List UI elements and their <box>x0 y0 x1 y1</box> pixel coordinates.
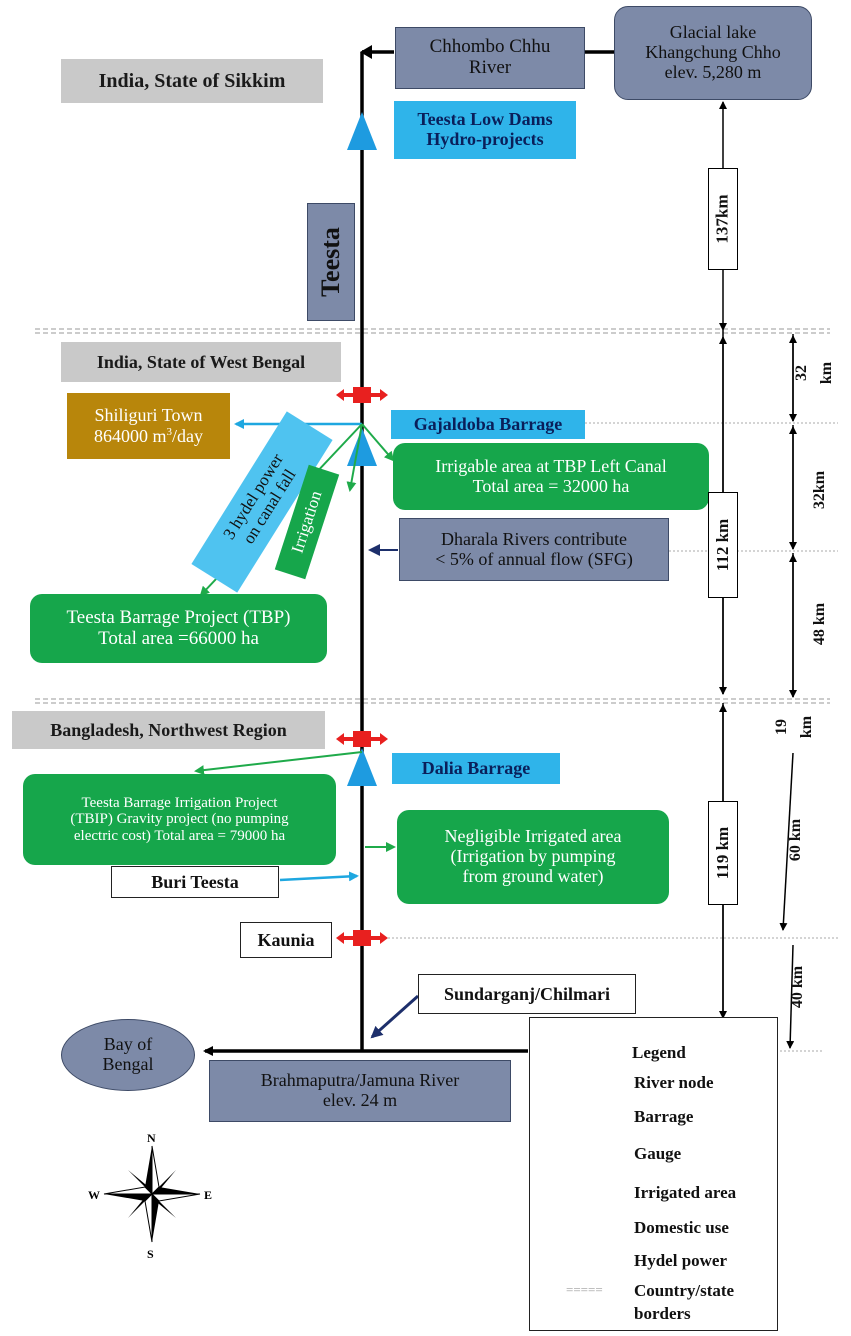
side-distance-32km: 32km <box>810 470 828 510</box>
legend-item-domestic-use: Domestic use <box>634 1218 729 1237</box>
region-label-west-bengal: India, State of West Bengal <box>61 342 341 382</box>
compass-w: W <box>88 1188 100 1202</box>
distance-label-119km: 119 km <box>708 801 738 905</box>
barrage-triangle <box>347 748 377 786</box>
legend-title: Legend <box>632 1043 686 1062</box>
side-distance-lines <box>779 334 797 1049</box>
dalia-barrage-label: Dalia Barrage <box>392 753 560 784</box>
side-distance-19-km: 19 km <box>773 715 816 739</box>
legend-item-irrigated-area: Irrigated area <box>634 1183 737 1202</box>
region-label-bangladesh: Bangladesh, Northwest Region <box>12 711 325 749</box>
legend-item-borders: Country/state borders <box>634 1281 735 1323</box>
distance-label-112km: 112 km <box>708 492 738 598</box>
border-line-1 <box>35 328 830 334</box>
sundarganj-arrow <box>370 994 419 1039</box>
side-distance-40km: 40 km <box>789 965 807 1009</box>
compass-e: E <box>204 1188 212 1202</box>
dharala-rivers-box: Dharala Rivers contribute< 5% of annual … <box>399 518 669 581</box>
gajaldoba-barrage-label: Gajaldoba Barrage <box>391 410 585 439</box>
tbp-irrigated-box: Teesta Barrage Project (TBP)Total area =… <box>30 594 327 663</box>
legend-item-barrage: Barrage <box>634 1107 694 1126</box>
side-distance-48km: 48 km <box>811 602 829 646</box>
region-label-sikkim: India, State of Sikkim <box>61 59 323 103</box>
gauge-icon <box>336 387 388 403</box>
compass-rose-icon: N S E W <box>88 1131 212 1261</box>
sundarganj-chilmari-label: Sundarganj/Chilmari <box>418 974 636 1014</box>
compass-n: N <box>147 1131 156 1145</box>
buri-teesta-arrow <box>279 871 359 882</box>
side-distance-60km: 60 km <box>787 818 805 862</box>
legend-box: Legend River node Barrage Gauge Irrigate… <box>529 1017 778 1331</box>
barrage-triangle <box>347 112 377 150</box>
kaunia-label: Kaunia <box>240 922 332 958</box>
legend-item-hydel-power: Hydel power <box>634 1251 728 1270</box>
gauge-icon <box>336 930 388 946</box>
teesta-river-label: Teesta <box>307 203 355 321</box>
compass-s: S <box>147 1247 154 1261</box>
tbip-irrigated-box: Teesta Barrage Irrigation Project(TBIP) … <box>23 774 336 865</box>
distance-label-137km: 137km <box>708 168 738 270</box>
shiliguri-domestic-box: Shiliguri Town 864000 m3/day <box>67 393 230 459</box>
side-distance-32-km: 32 km <box>793 361 836 385</box>
border-line-2 <box>35 698 830 704</box>
buri-teesta-label: Buri Teesta <box>111 866 279 898</box>
legend-border-symbol: ===== <box>566 1282 603 1297</box>
gauge-icon <box>336 731 388 747</box>
legend-item-gauge: Gauge <box>634 1144 682 1163</box>
legend-item-river-node: River node <box>634 1073 714 1092</box>
barrage-triangle <box>347 428 377 466</box>
negligible-irrigated-box: Negligible Irrigated area(Irrigation by … <box>397 810 669 904</box>
